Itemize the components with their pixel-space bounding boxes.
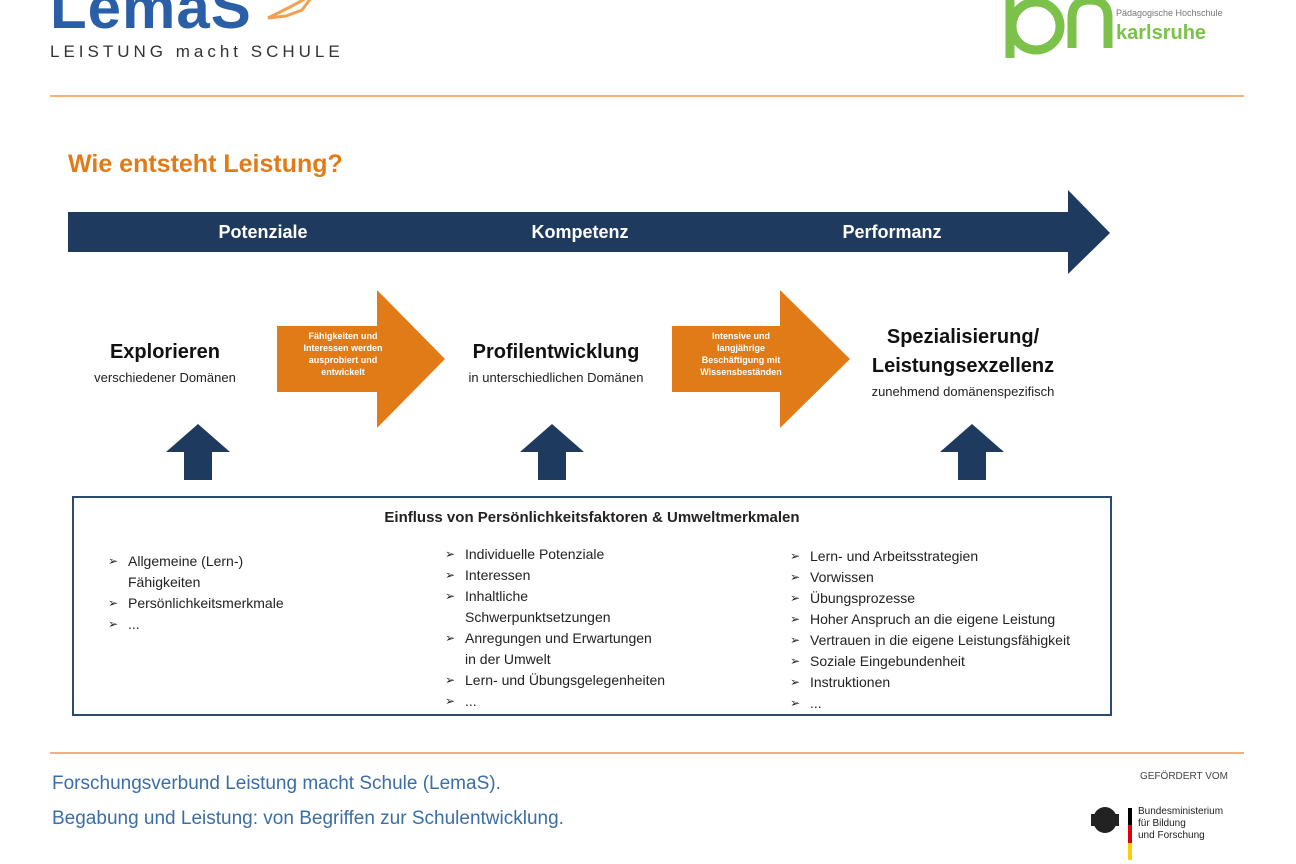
influence-item: Lern- und Übungsgelegenheiten [445,670,765,691]
transition-arrow-1 [277,290,445,428]
influence-item: Vorwissen [790,567,1112,588]
stage-profilentwicklung-subtitle: in unterschiedlichen Domänen [468,370,644,385]
footer-divider [50,752,1244,754]
influence-item: Vertrauen in die eigene Leistungsfähigke… [790,630,1112,651]
influence-column-3: Lern- und ArbeitsstrategienVorwissenÜbun… [790,546,1112,714]
ph-karlsruhe-logo-icon [1005,0,1113,58]
influence-item: Individuelle Potenziale [445,544,765,565]
ministry-name: Bundesministerium für Bildung und Forsch… [1138,806,1224,841]
influence-item: ... [445,691,765,712]
transition-arrow-2 [672,290,850,428]
influence-item: Soziale Eingebundenheit [790,651,1112,672]
influence-item: Persönlichkeitsmerkmale [108,593,408,614]
up-arrow-icon [166,424,230,480]
stage-profilentwicklung-title: Profilentwicklung [472,341,640,363]
logo-tagline: LEISTUNG macht SCHULE [50,42,344,61]
phase-arrow [68,190,1110,274]
influence-item: ... [790,693,1112,714]
up-arrow-icon [520,424,584,480]
federal-eagle-icon [1091,807,1119,833]
lemas-logo: LemaS [50,0,252,41]
german-flag-icon [1128,808,1132,860]
influence-item: ... [108,614,408,635]
phase-potenziale: Potenziale [218,222,308,242]
influence-title: Einfluss von Persönlichkeitsfaktoren & U… [384,509,800,526]
influence-column-2: Individuelle PotenzialeInteressenInhaltl… [445,544,765,712]
stage-explorieren-title: Explorieren [109,341,221,363]
influence-item: Inhaltliche Schwerpunktsetzungen [445,586,765,628]
transition-1-text: Fähigkeiten und Interessen werden auspro… [303,331,383,378]
header-divider [50,95,1244,97]
phase-performanz: Performanz [842,222,942,242]
partner-name: Pädagogische Hochschule [1116,8,1223,18]
influence-item: Lern- und Arbeitsstrategien [790,546,1112,567]
stage-explorieren-subtitle: verschiedener Domänen [94,370,236,385]
transition-2-text: Intensive und langjährige Beschäftigung … [700,331,782,378]
influence-item: Allgemeine (Lern-) Fähigkeiten [108,551,408,593]
stage-leistungsexzellenz-title: Leistungsexzellenz [871,355,1055,377]
influence-item: Instruktionen [790,672,1112,693]
funded-label: GEFÖRDERT VOM [1140,771,1228,782]
phase-kompetenz: Kompetenz [531,222,629,242]
up-arrow-icon [940,424,1004,480]
partner-city: karlsruhe [1116,22,1207,44]
bird-icon [267,0,312,20]
footer-citation-line1: Forschungsverbund Leistung macht Schule … [52,773,501,794]
page-title: Wie entsteht Leistung? [68,150,343,178]
stage-spezialisierung-subtitle: zunehmend domänenspezifisch [871,384,1055,399]
influence-item: Anregungen und Erwartungen in der Umwelt [445,628,765,670]
influence-item: Hoher Anspruch an die eigene Leistung [790,609,1112,630]
stage-spezialisierung-title: Spezialisierung/ [886,326,1040,348]
influence-item: Interessen [445,565,765,586]
footer-citation-line2: Begabung und Leistung: von Begriffen zur… [52,808,564,829]
influence-column-1: Allgemeine (Lern-) FähigkeitenPersönlich… [108,551,408,635]
influence-item: Übungsprozesse [790,588,1112,609]
